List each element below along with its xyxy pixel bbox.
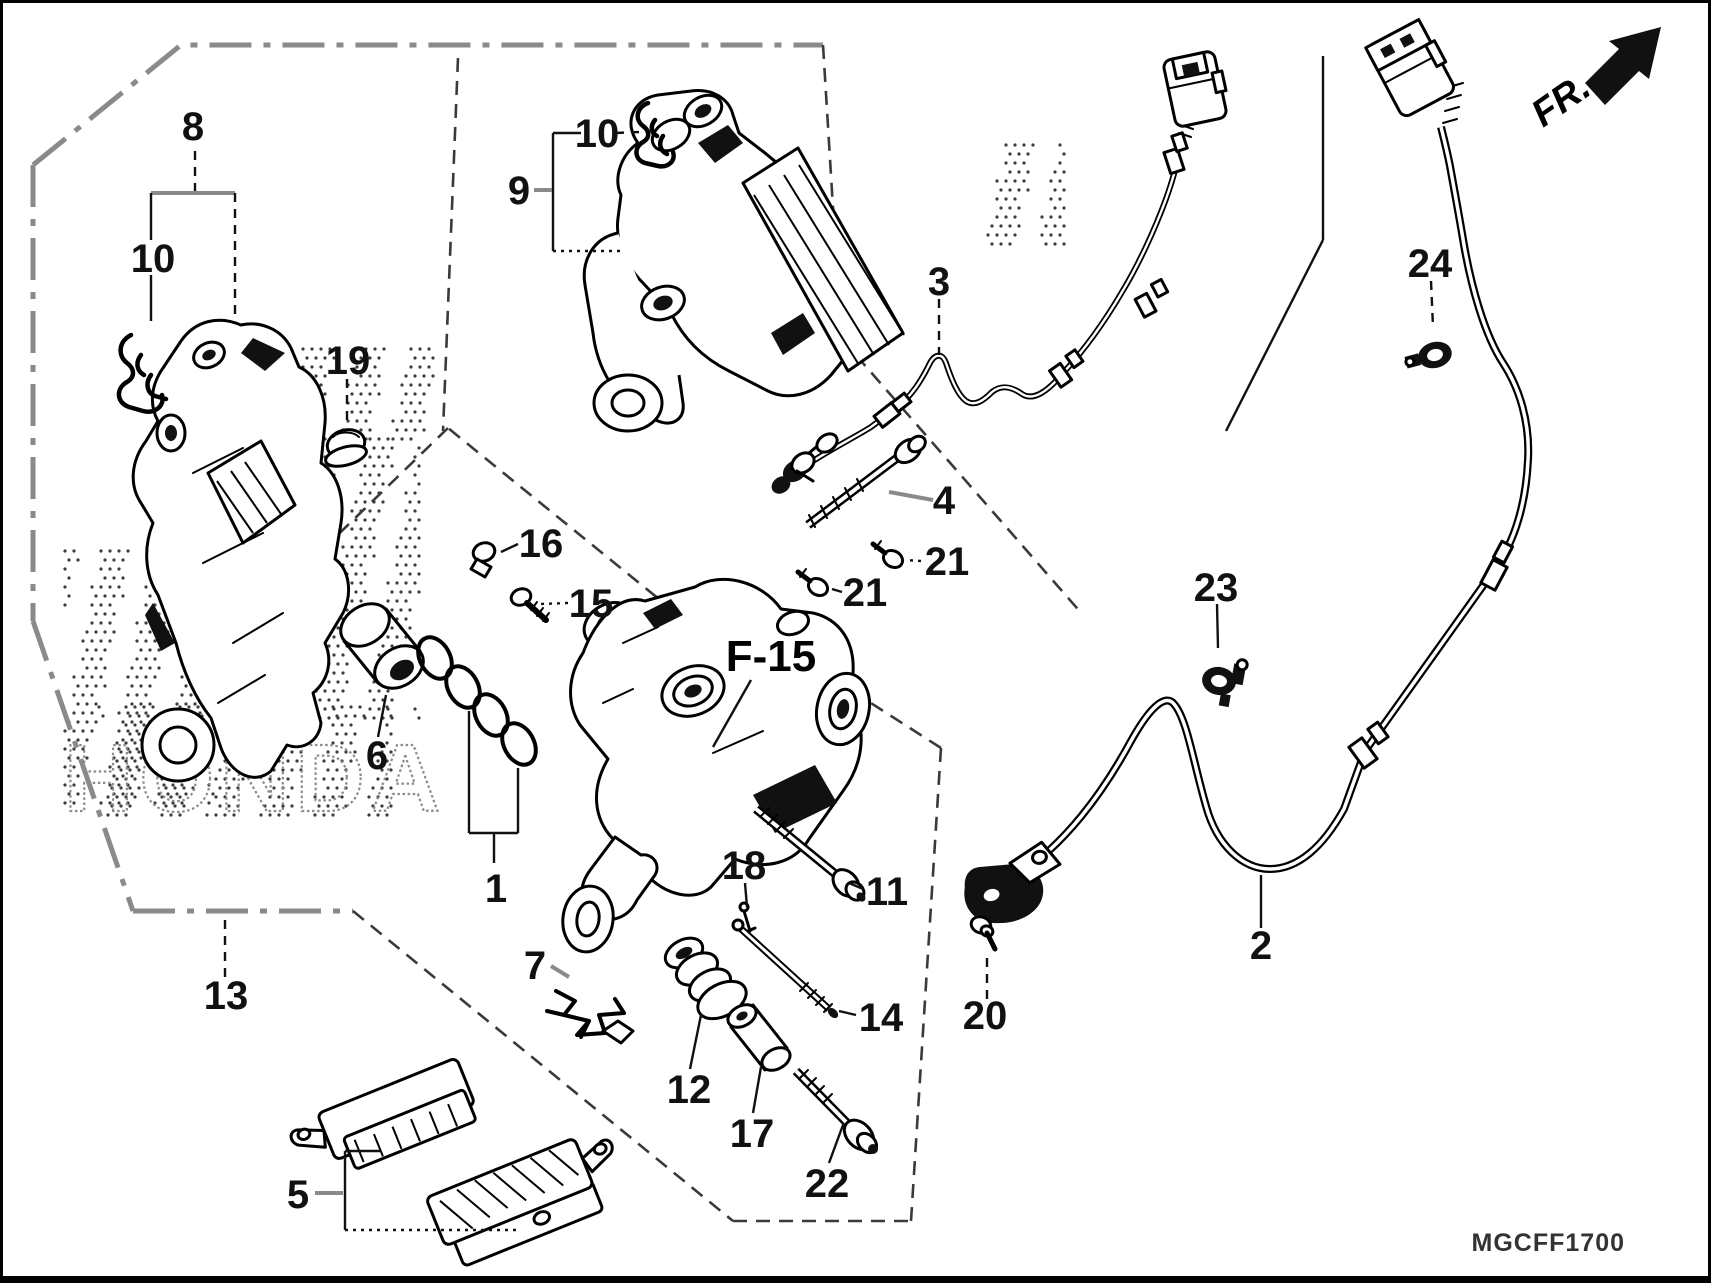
- callout-19-label: 19: [326, 339, 371, 383]
- callout-10b-label: 10: [575, 112, 620, 156]
- mount-bolt-22-drawing: [792, 1067, 879, 1155]
- piston-and-seals-drawing: [339, 602, 538, 767]
- callout-leader-lines: [149, 130, 1435, 1232]
- f15-leader-line: [711, 679, 753, 748]
- upper-caliper-drawing: [582, 89, 905, 433]
- sensor-mount-bolt-20-drawing: [969, 915, 998, 952]
- sensor-head-2: [964, 840, 1062, 924]
- front-direction-label: FR.: [1524, 66, 1598, 136]
- callout-6-label: 6: [366, 734, 388, 778]
- clamp-23-drawing: [1202, 658, 1249, 708]
- caliper-bracket-drawing: [131, 318, 351, 783]
- connector-3: [1162, 50, 1228, 128]
- diagram-canvas: HONDA: [30, 18, 1661, 1267]
- callout-21b-label: 21: [843, 571, 888, 615]
- callout-20-label: 20: [963, 994, 1008, 1038]
- callout-21a-label: 21: [925, 540, 970, 584]
- callout-4-label: 4: [933, 479, 956, 523]
- callout-labels: 1 2 3 4 5 6 7 8 9 10 10 11 12 13 14 15 1…: [131, 105, 1453, 1217]
- callout-10a-label: 10: [131, 237, 176, 281]
- connector-2: [1364, 18, 1455, 118]
- callout-16-label: 16: [519, 522, 564, 566]
- diagram-code: MGCFF1700: [1472, 1229, 1625, 1257]
- speed-sensor-cable-drawing: [964, 18, 1533, 924]
- callout-7-label: 7: [524, 944, 546, 988]
- bleed-screw-21b-drawing: [795, 568, 830, 598]
- subassembly-ref-label: F-15: [726, 632, 816, 681]
- callout-1-label: 1: [485, 867, 507, 911]
- front-direction-indicator: FR.: [1524, 27, 1661, 135]
- callout-18-label: 18: [722, 844, 767, 888]
- collar-17-drawing: [726, 1003, 792, 1072]
- bleeder-screw-drawing: [509, 587, 550, 623]
- sensor-bolt-4-drawing: [805, 434, 927, 529]
- pad-retainer-clip-left: [116, 332, 169, 414]
- pad-retainer-clip-top: [634, 100, 676, 169]
- bleed-screw-21a-drawing: [870, 540, 905, 570]
- callout-8-label: 8: [182, 105, 204, 149]
- front-arrow-icon: [1585, 27, 1661, 105]
- callout-3-label: 3: [928, 260, 950, 304]
- bleeder-cap-drawing: [469, 541, 497, 579]
- brake-pad-set-drawing: [289, 1057, 614, 1267]
- sensor-wire-3-drawing: [771, 50, 1228, 494]
- pad-pin-14-drawing: [731, 918, 839, 1019]
- callout-12-label: 12: [667, 1068, 712, 1112]
- group-boundary-lines: [30, 42, 1325, 1223]
- cap-19-drawing: [324, 428, 368, 468]
- pad-spring-drawing: [545, 989, 635, 1045]
- clamp-24-drawing: [1404, 341, 1452, 369]
- callout-24-label: 24: [1408, 242, 1453, 286]
- boot-12-drawing: [663, 936, 748, 1021]
- callout-22-label: 22: [805, 1162, 850, 1206]
- callout-14-label: 14: [859, 996, 904, 1040]
- callout-23-label: 23: [1194, 566, 1239, 610]
- callout-15-label: 15: [569, 582, 614, 626]
- callout-17-label: 17: [730, 1112, 775, 1156]
- callout-11-label: 11: [866, 870, 908, 914]
- callout-5-label: 5: [287, 1173, 309, 1217]
- callout-13-label: 13: [204, 974, 249, 1018]
- callout-2-label: 2: [1250, 924, 1272, 968]
- callout-9-label: 9: [508, 169, 530, 213]
- caliper-body-drawing: [561, 577, 872, 954]
